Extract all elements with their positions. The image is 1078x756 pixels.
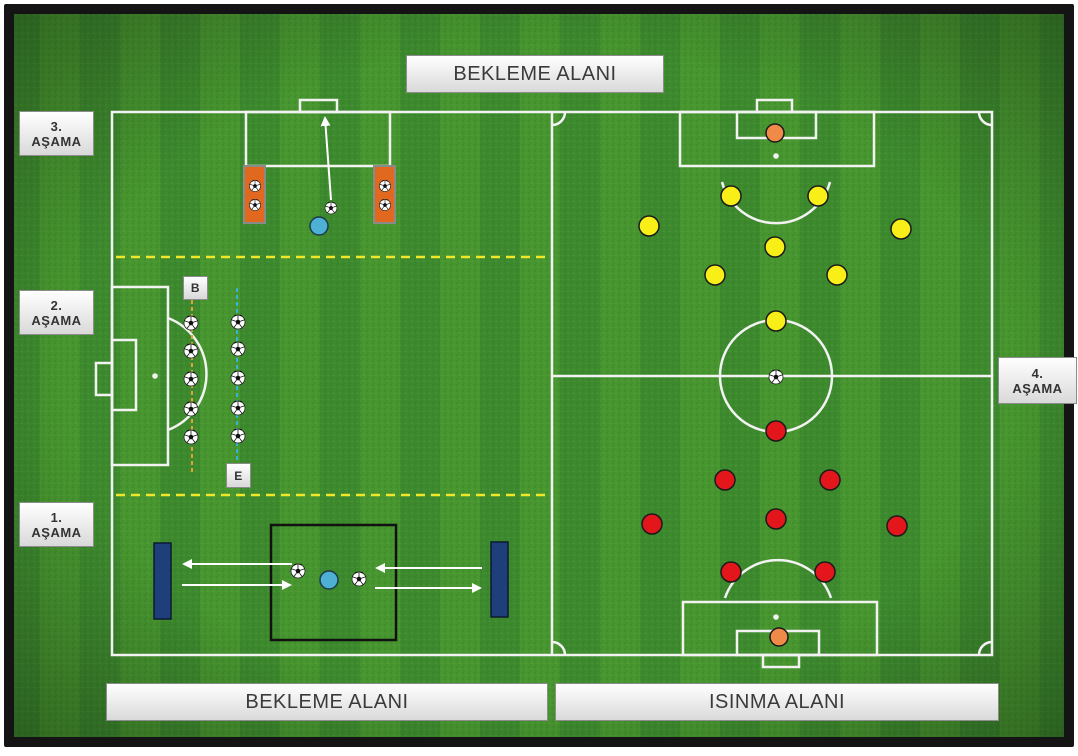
- stage2-label: 2. AŞAMA: [19, 290, 94, 335]
- warmup-area-label: ISINMA ALANI: [555, 683, 999, 721]
- player-red: [721, 562, 741, 582]
- cone-e-label: E: [226, 463, 251, 488]
- mini-goal-left: [244, 166, 265, 223]
- mini-goal-blue-right: [491, 542, 508, 617]
- goalkeeper-bottom: [770, 628, 788, 646]
- player-red: [887, 516, 907, 536]
- player-yellow: [808, 186, 828, 206]
- stage2-number: 2.: [51, 298, 63, 313]
- stage1-label: 1. AŞAMA: [19, 502, 94, 547]
- mini-goal-right: [374, 166, 395, 223]
- soccer-ball-icon: [184, 316, 198, 330]
- player-red: [715, 470, 735, 490]
- stage4-label: 4. AŞAMA: [998, 357, 1077, 404]
- soccer-ball-icon: [231, 342, 245, 356]
- player-yellow: [827, 265, 847, 285]
- player-red: [642, 514, 662, 534]
- waiting-area-bottom-label: BEKLEME ALANI: [106, 683, 548, 721]
- soccer-ball-icon: [231, 401, 245, 415]
- player-blue: [310, 217, 328, 235]
- stage4-number: 4.: [1032, 366, 1044, 381]
- soccer-ball-icon: [184, 344, 198, 358]
- stage3-label: 3. AŞAMA: [19, 111, 94, 156]
- player-red: [766, 421, 786, 441]
- mini-goal-blue-left: [154, 543, 171, 619]
- waiting-area-top-label: BEKLEME ALANI: [406, 55, 664, 93]
- player-yellow: [721, 186, 741, 206]
- player-red: [815, 562, 835, 582]
- player-yellow: [765, 237, 785, 257]
- soccer-ball-icon: [184, 430, 198, 444]
- soccer-ball-icon: [231, 371, 245, 385]
- soccer-ball-icon: [184, 402, 198, 416]
- player-yellow: [639, 216, 659, 236]
- player-yellow: [766, 311, 786, 331]
- player-yellow: [705, 265, 725, 285]
- soccer-ball-icon: [184, 372, 198, 386]
- goalkeeper-top: [766, 124, 784, 142]
- cone-b-label: B: [183, 276, 208, 300]
- player-blue-stage1: [320, 571, 338, 589]
- soccer-ball-icon: [231, 429, 245, 443]
- player-yellow: [891, 219, 911, 239]
- stage1-number: 1.: [51, 510, 63, 525]
- player-red: [766, 509, 786, 529]
- player-red: [820, 470, 840, 490]
- stage3-number: 3.: [51, 119, 63, 134]
- soccer-ball-icon: [231, 315, 245, 329]
- stage1-word: AŞAMA: [31, 525, 81, 540]
- stage3-word: AŞAMA: [31, 134, 81, 149]
- stage2-word: AŞAMA: [31, 313, 81, 328]
- stage4-word: AŞAMA: [1012, 381, 1062, 396]
